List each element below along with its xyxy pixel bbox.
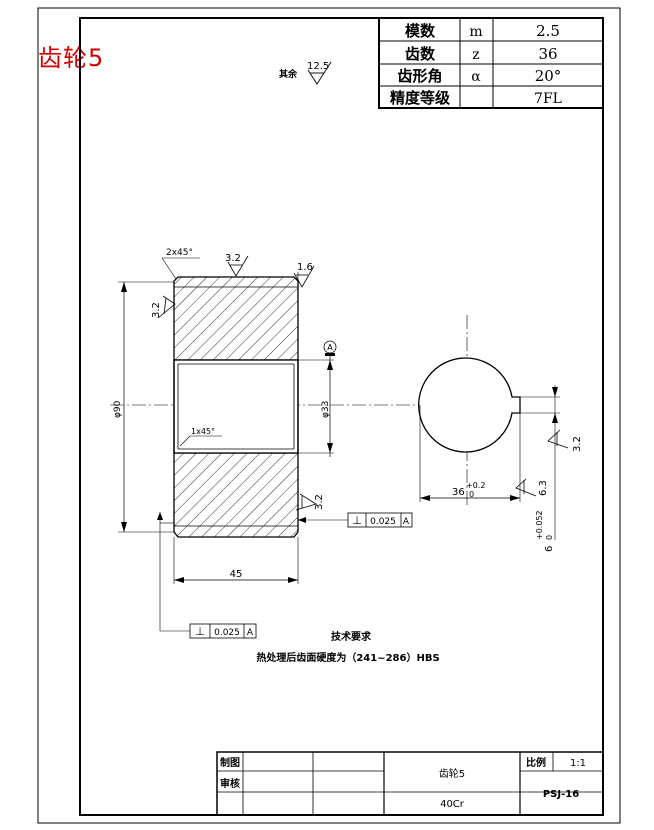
keyway-width-dim: 6 +0.052 0 bbox=[535, 510, 555, 552]
gear-upper-hatch bbox=[173, 276, 299, 361]
rest-value: 12.5 bbox=[307, 61, 329, 72]
param-value-angle: 20° bbox=[535, 67, 562, 85]
tol-right-value: 0.025 bbox=[370, 517, 396, 527]
chamfer-outer-label: 2x45° bbox=[166, 248, 193, 258]
tol-left-ref: A bbox=[247, 628, 254, 638]
param-name-angle: 齿形角 bbox=[397, 67, 442, 85]
param-value-grade: 7FL bbox=[534, 91, 562, 107]
param-symbol-angle: α bbox=[471, 69, 481, 85]
drawn-label: 制图 bbox=[220, 756, 240, 769]
notes-line1: 热处理后齿面硬度为（241~286）HBS bbox=[256, 651, 439, 664]
left-roughness: 3.2 bbox=[151, 295, 176, 319]
keyway-depth-dim: 36 +0.2 0 bbox=[419, 405, 521, 502]
chamfer-inner-label: 1x45° bbox=[191, 427, 215, 436]
outer-diameter-dim: φ90 bbox=[113, 281, 174, 533]
keyway-depth-lower: 0 bbox=[469, 490, 474, 499]
outer-diameter-label: φ90 bbox=[113, 400, 123, 418]
keyway-depth-upper: +0.2 bbox=[466, 481, 485, 490]
part-name: 齿轮5 bbox=[439, 767, 465, 780]
drawing-title: 齿轮5 bbox=[38, 44, 105, 72]
parameter-table: 模数 m 2.5 齿数 z 36 齿形角 α 20° 精度等级 7FL bbox=[378, 17, 604, 109]
datum-letter: A bbox=[327, 343, 333, 352]
keyway-bottom-roughness: 6.3 bbox=[515, 478, 549, 497]
chamfer-inner-callout: 1x45° bbox=[179, 427, 222, 447]
tol-left-value: 0.025 bbox=[214, 628, 240, 638]
param-symbol-module: m bbox=[469, 24, 482, 40]
scale-label: 比例 bbox=[526, 756, 546, 769]
right-top-roughness: 1.6 bbox=[293, 262, 315, 288]
title-block: 制图 审核 齿轮5 40Cr 比例 1:1 PSJ-16 bbox=[216, 751, 604, 816]
param-name-grade: 精度等级 bbox=[390, 89, 451, 107]
notes-heading: 技术要求 bbox=[331, 630, 372, 643]
keyway-depth-main: 36 bbox=[452, 487, 465, 498]
material: 40Cr bbox=[440, 799, 465, 810]
tolerance-frame-left: ⊥ 0.025 A bbox=[157, 512, 257, 639]
bore-diameter-dim: φ33 A bbox=[298, 340, 337, 457]
tol-right-symbol: ⊥ bbox=[352, 514, 362, 527]
keyway-side-roughness-value: 3.2 bbox=[572, 436, 583, 452]
left-roughness-value: 3.2 bbox=[151, 302, 162, 318]
tol-left-symbol: ⊥ bbox=[195, 625, 205, 638]
chamfer-outer-callout: 2x45° bbox=[161, 248, 200, 280]
datum-circle bbox=[323, 340, 337, 354]
param-name-teeth: 齿数 bbox=[405, 45, 436, 63]
check-label: 审核 bbox=[220, 777, 240, 790]
width-dim: 45 bbox=[173, 537, 299, 584]
param-value-module: 2.5 bbox=[536, 22, 560, 40]
scale-value: 1:1 bbox=[570, 758, 586, 769]
bore-roughness: 3.2 bbox=[295, 493, 325, 511]
rest-roughness: 其余 12.5 bbox=[279, 61, 332, 85]
tol-right-ref: A bbox=[403, 517, 410, 527]
gear-bore bbox=[173, 359, 299, 454]
keyway-bottom-roughness-value: 6.3 bbox=[538, 480, 549, 496]
param-name-module: 模数 bbox=[405, 22, 436, 40]
width-label: 45 bbox=[230, 569, 243, 580]
bore-roughness-value: 3.2 bbox=[314, 494, 325, 510]
bore-outline bbox=[418, 357, 521, 453]
sheet-border bbox=[37, 7, 621, 824]
keyway-width-main: 6 bbox=[544, 546, 555, 552]
keyway-width-lower: 0 bbox=[545, 535, 554, 540]
drawing-code: PSJ-16 bbox=[543, 789, 579, 800]
param-value-teeth: 36 bbox=[538, 45, 557, 63]
top-roughness: 3.2 bbox=[225, 253, 249, 277]
keyway-width-upper: +0.052 bbox=[535, 510, 544, 540]
keyway-side-roughness: 3.2 bbox=[547, 429, 583, 452]
param-symbol-teeth: z bbox=[472, 47, 479, 63]
tolerance-frame-right: ⊥ 0.025 A bbox=[298, 512, 413, 528]
bore-diameter-label: φ33 bbox=[321, 401, 331, 418]
gear-end-view bbox=[418, 315, 560, 540]
gear-lower-hatch bbox=[173, 452, 299, 538]
right-top-roughness-value: 1.6 bbox=[297, 262, 313, 273]
rest-label: 其余 bbox=[279, 68, 298, 80]
top-roughness-value: 3.2 bbox=[225, 253, 241, 264]
gear-section bbox=[110, 276, 420, 538]
drawing-frame bbox=[79, 17, 604, 816]
